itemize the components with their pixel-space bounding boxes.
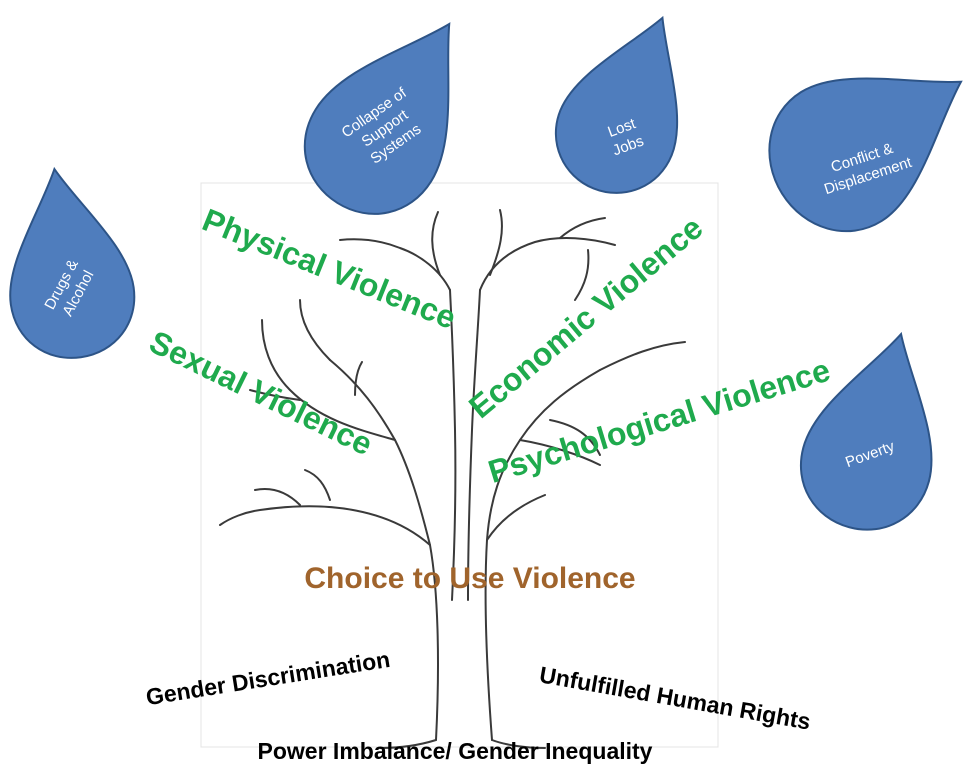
tree-branch bbox=[489, 209, 503, 276]
drop-conflict-displacement bbox=[768, 77, 963, 233]
drop-poverty bbox=[799, 331, 933, 531]
drop-drugs-alcohol bbox=[9, 166, 136, 359]
tree-branch bbox=[519, 439, 601, 466]
tree-trunk-center bbox=[449, 289, 481, 601]
tree-branch bbox=[354, 361, 363, 396]
tree-branch bbox=[559, 217, 606, 239]
label-choice-to-use-violence: Choice to Use Violence bbox=[304, 562, 636, 595]
tree-trunk-right bbox=[484, 369, 601, 741]
tree-root bbox=[379, 739, 437, 749]
tree-branch bbox=[304, 469, 331, 501]
tree-branch bbox=[599, 341, 686, 371]
tree-branch bbox=[254, 487, 301, 506]
label-power-imbalance: Power Imbalance/ Gender Inequality bbox=[257, 738, 653, 764]
tree-branch bbox=[299, 299, 331, 361]
tree-branch bbox=[261, 319, 396, 441]
tree-illustration bbox=[219, 209, 686, 749]
tree-branch bbox=[431, 211, 441, 276]
tree-branch bbox=[549, 419, 601, 456]
tree-trunk-left bbox=[329, 359, 439, 741]
tree-branch bbox=[574, 249, 590, 301]
tree-branch bbox=[219, 505, 431, 546]
tree-branch bbox=[486, 494, 546, 541]
water-drops bbox=[9, 15, 963, 531]
tree-root bbox=[491, 739, 546, 749]
tree-branch bbox=[249, 389, 301, 401]
tree-frame bbox=[200, 182, 719, 748]
drop-lost-jobs bbox=[554, 15, 679, 194]
drop-collapse-support bbox=[303, 22, 451, 215]
